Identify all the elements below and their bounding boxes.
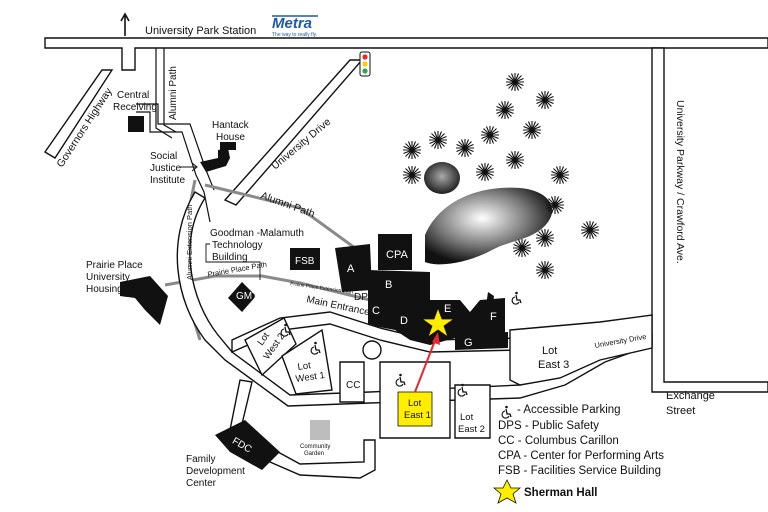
- building-a-label: A: [347, 263, 355, 275]
- svg-text:House: House: [216, 132, 245, 143]
- svg-text:Center: Center: [186, 478, 217, 489]
- cpa-building-label: CPA: [386, 249, 408, 261]
- fsb-building-label: FSB: [295, 256, 315, 267]
- roundabout: [362, 340, 382, 360]
- route-arrow: [414, 337, 437, 393]
- legend-cpa: CPA - Center for Performing Arts: [498, 450, 664, 462]
- legend-accessible-icon: [501, 405, 512, 419]
- lot-east-3-label: Lot: [542, 345, 557, 357]
- prairie-place-housing-building: [120, 276, 168, 325]
- svg-text:Receiving: Receiving: [113, 102, 157, 113]
- svg-text:East 1: East 1: [404, 410, 431, 421]
- lot-east-1-highlight: [397, 391, 433, 427]
- building-b-label: B: [385, 279, 392, 291]
- svg-text:Building: Building: [212, 252, 248, 263]
- svg-text:Justice: Justice: [150, 163, 182, 174]
- community-garden: [310, 420, 330, 440]
- gmt-building: [228, 282, 256, 312]
- svg-text:West 1: West 1: [295, 370, 326, 385]
- legend-accessible: - Accessible Parking: [517, 404, 621, 416]
- hantack-house-building: [220, 142, 236, 150]
- alumni-path: [204, 183, 356, 250]
- legend: - Accessible Parking DPS - Public Safety…: [492, 404, 664, 504]
- lot-east-3: [509, 314, 653, 386]
- svg-text:Development: Development: [186, 466, 245, 477]
- social-justice-institute-building: [200, 148, 230, 172]
- svg-text:East 3: East 3: [538, 359, 569, 371]
- legend-sherman-hall: Sherman Hall: [524, 487, 598, 499]
- traffic-light-icon: [359, 51, 371, 77]
- alumni-path-vertical-label: Alumni Path: [168, 66, 179, 120]
- governors-highway-road: [43, 69, 114, 159]
- university-parkway-north-road: [44, 37, 768, 71]
- central-receiving-building: [128, 116, 144, 132]
- exchange-label-1: Exchange: [666, 390, 715, 402]
- lot-east-1-label: Lot: [408, 398, 422, 409]
- gmt-building-label: GMT: [236, 291, 258, 302]
- fdc-label: Family: [186, 454, 215, 465]
- station-label: University Park Station: [145, 25, 256, 37]
- hantack-house-label: Hantack: [212, 120, 250, 131]
- building-d-label: D: [400, 315, 408, 327]
- cpa-building: [378, 234, 412, 270]
- metra-logo: Metra The way to really fly.: [272, 15, 318, 38]
- svg-text:Housing: Housing: [86, 284, 123, 295]
- gmt-label: Goodman -Malamuth: [210, 228, 304, 239]
- lot-west-1: [281, 328, 333, 395]
- fdc-building: [215, 420, 280, 470]
- lot-west-1-label: Lot: [297, 360, 312, 373]
- building-e-label: E: [444, 303, 451, 315]
- columbus-carillon-area: [339, 361, 365, 403]
- prairie-place-label: Prairie Place: [86, 260, 143, 271]
- university-drive-road: [223, 59, 364, 206]
- svg-text:University: University: [86, 272, 130, 283]
- building-g: [455, 332, 508, 350]
- legend-dps: DPS - Public Safety: [498, 420, 599, 432]
- alumni-extension-path-label: Alumni Extension Path: [185, 205, 194, 280]
- legend-star-icon: [492, 479, 522, 504]
- building-f-label: F: [490, 311, 497, 323]
- svg-text:East 2: East 2: [458, 424, 485, 435]
- crawford-avenue-road: [651, 47, 768, 393]
- community-garden-label: Community: [300, 444, 330, 450]
- alumni-path-vertical: [155, 48, 173, 139]
- cc-label: CC: [346, 380, 360, 391]
- svg-text:Technology: Technology: [212, 240, 263, 251]
- dps-label: DPS: [354, 292, 375, 303]
- svg-text:Metra: Metra: [272, 15, 312, 32]
- pond-icon: [425, 187, 553, 265]
- central-receiving-label: Central: [117, 90, 149, 101]
- social-justice-institute-label: Social: [150, 151, 177, 162]
- lot-west-2: [244, 317, 297, 377]
- small-pond: [424, 162, 460, 194]
- svg-text:The way to really fly.: The way to really fly.: [272, 32, 317, 38]
- crawford-label: University Parkway / Crawford Ave.: [674, 100, 686, 264]
- svg-text:Institute: Institute: [150, 175, 185, 186]
- prairie-place-path: [164, 274, 371, 302]
- alumni-path-label: Alumni Path: [259, 190, 316, 221]
- lot-east-2: [454, 384, 491, 439]
- building-g-label: G: [464, 337, 473, 349]
- star-icon: [420, 306, 456, 339]
- exchange-label-2: Street: [666, 405, 695, 417]
- legend-cc: CC - Columbus Carillon: [498, 435, 619, 447]
- svg-text:Garden: Garden: [304, 451, 324, 457]
- fsb-building: [290, 248, 320, 270]
- north-arrow-icon: [120, 12, 130, 36]
- legend-fsb: FSB - Facilities Service Building: [498, 465, 661, 477]
- building-a: [335, 244, 372, 292]
- building-c-label: C: [372, 305, 380, 317]
- main-building-complex: [368, 270, 505, 345]
- lot-east-2-label: Lot: [460, 412, 474, 423]
